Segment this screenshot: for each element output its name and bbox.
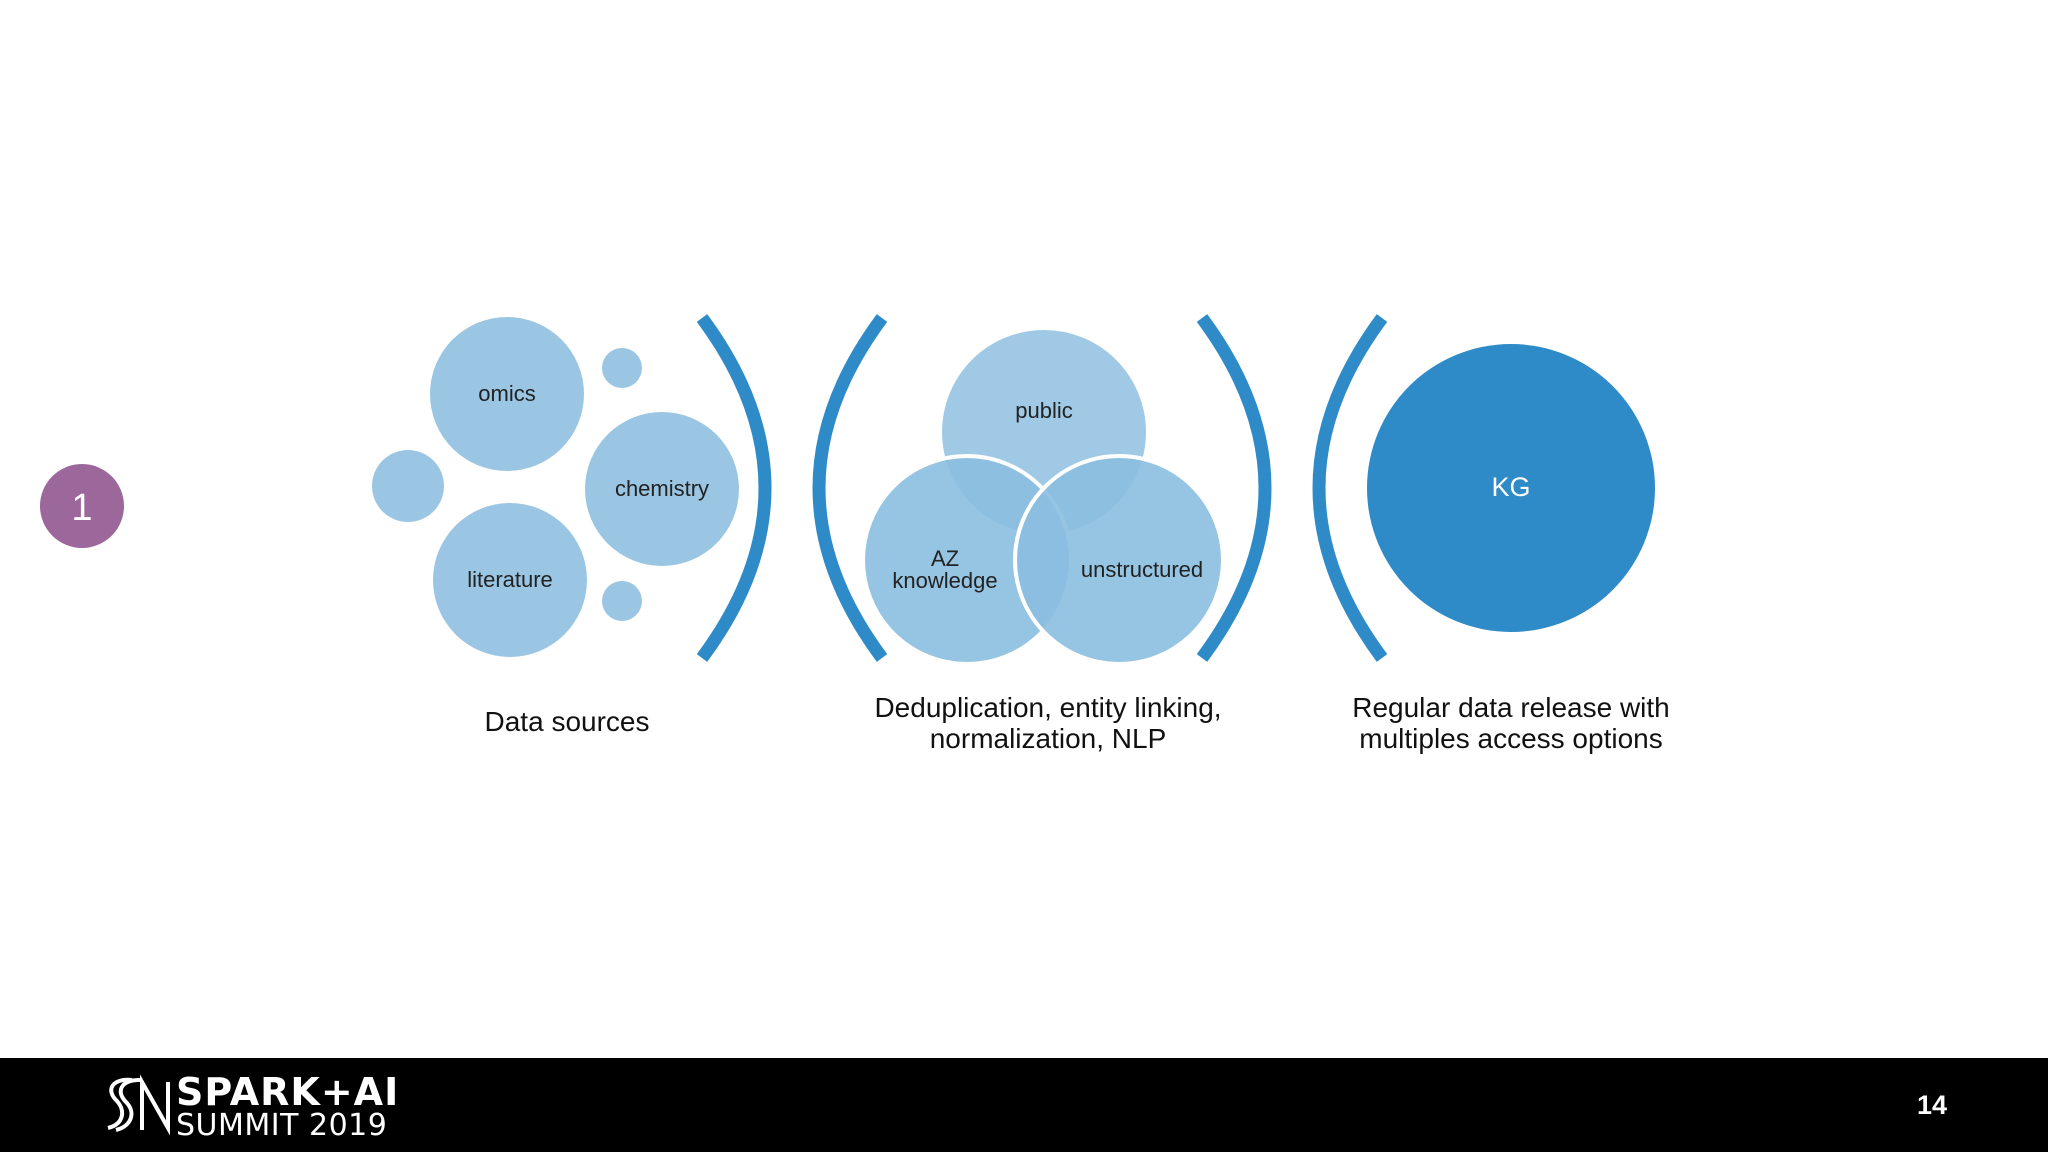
release-caption-line1: Regular data release with xyxy=(1352,692,1670,723)
step-number: 1 xyxy=(71,487,92,529)
logo-line1: SPARK+AI xyxy=(176,1070,400,1114)
release-caption-line2: multiples access options xyxy=(1359,723,1662,754)
unstructured-circle xyxy=(1013,454,1225,666)
close-bracket-1 xyxy=(696,314,772,662)
unstructured-label: unstructured xyxy=(1081,557,1203,582)
public-label: public xyxy=(1015,398,1072,423)
data-sources-caption: Data sources xyxy=(485,706,650,737)
processing-caption-line2: normalization, NLP xyxy=(930,723,1167,754)
small-dot-left xyxy=(372,450,444,522)
summit-logo-icon xyxy=(107,1074,170,1136)
small-dot-bottom xyxy=(602,581,642,621)
literature-label: literature xyxy=(467,567,553,592)
kg-circle xyxy=(1367,344,1655,632)
chemistry-label: chemistry xyxy=(615,476,709,501)
kg-label: KG xyxy=(1491,472,1530,502)
venn-cluster: public AZ knowledge unstructured xyxy=(861,326,1225,666)
az-label-line2: knowledge xyxy=(892,568,997,593)
az-label-line1: AZ xyxy=(931,546,959,571)
chemistry-circle xyxy=(585,412,739,566)
open-bracket-3 xyxy=(1312,314,1388,662)
footer-bar xyxy=(0,1058,2048,1152)
step-badge xyxy=(40,464,124,548)
brackets xyxy=(696,314,1388,662)
data-sources-cluster: omics chemistry literature xyxy=(372,317,739,657)
omics-label: omics xyxy=(478,381,535,406)
close-bracket-2 xyxy=(1196,314,1272,662)
processing-caption-line1: Deduplication, entity linking, xyxy=(874,692,1221,723)
page-number: 14 xyxy=(1916,1090,1947,1120)
logo-line2: SUMMIT 2019 xyxy=(176,1108,388,1143)
open-bracket-2 xyxy=(812,314,888,662)
omics-circle xyxy=(430,317,584,471)
small-dot-top xyxy=(602,348,642,388)
literature-circle xyxy=(433,503,587,657)
